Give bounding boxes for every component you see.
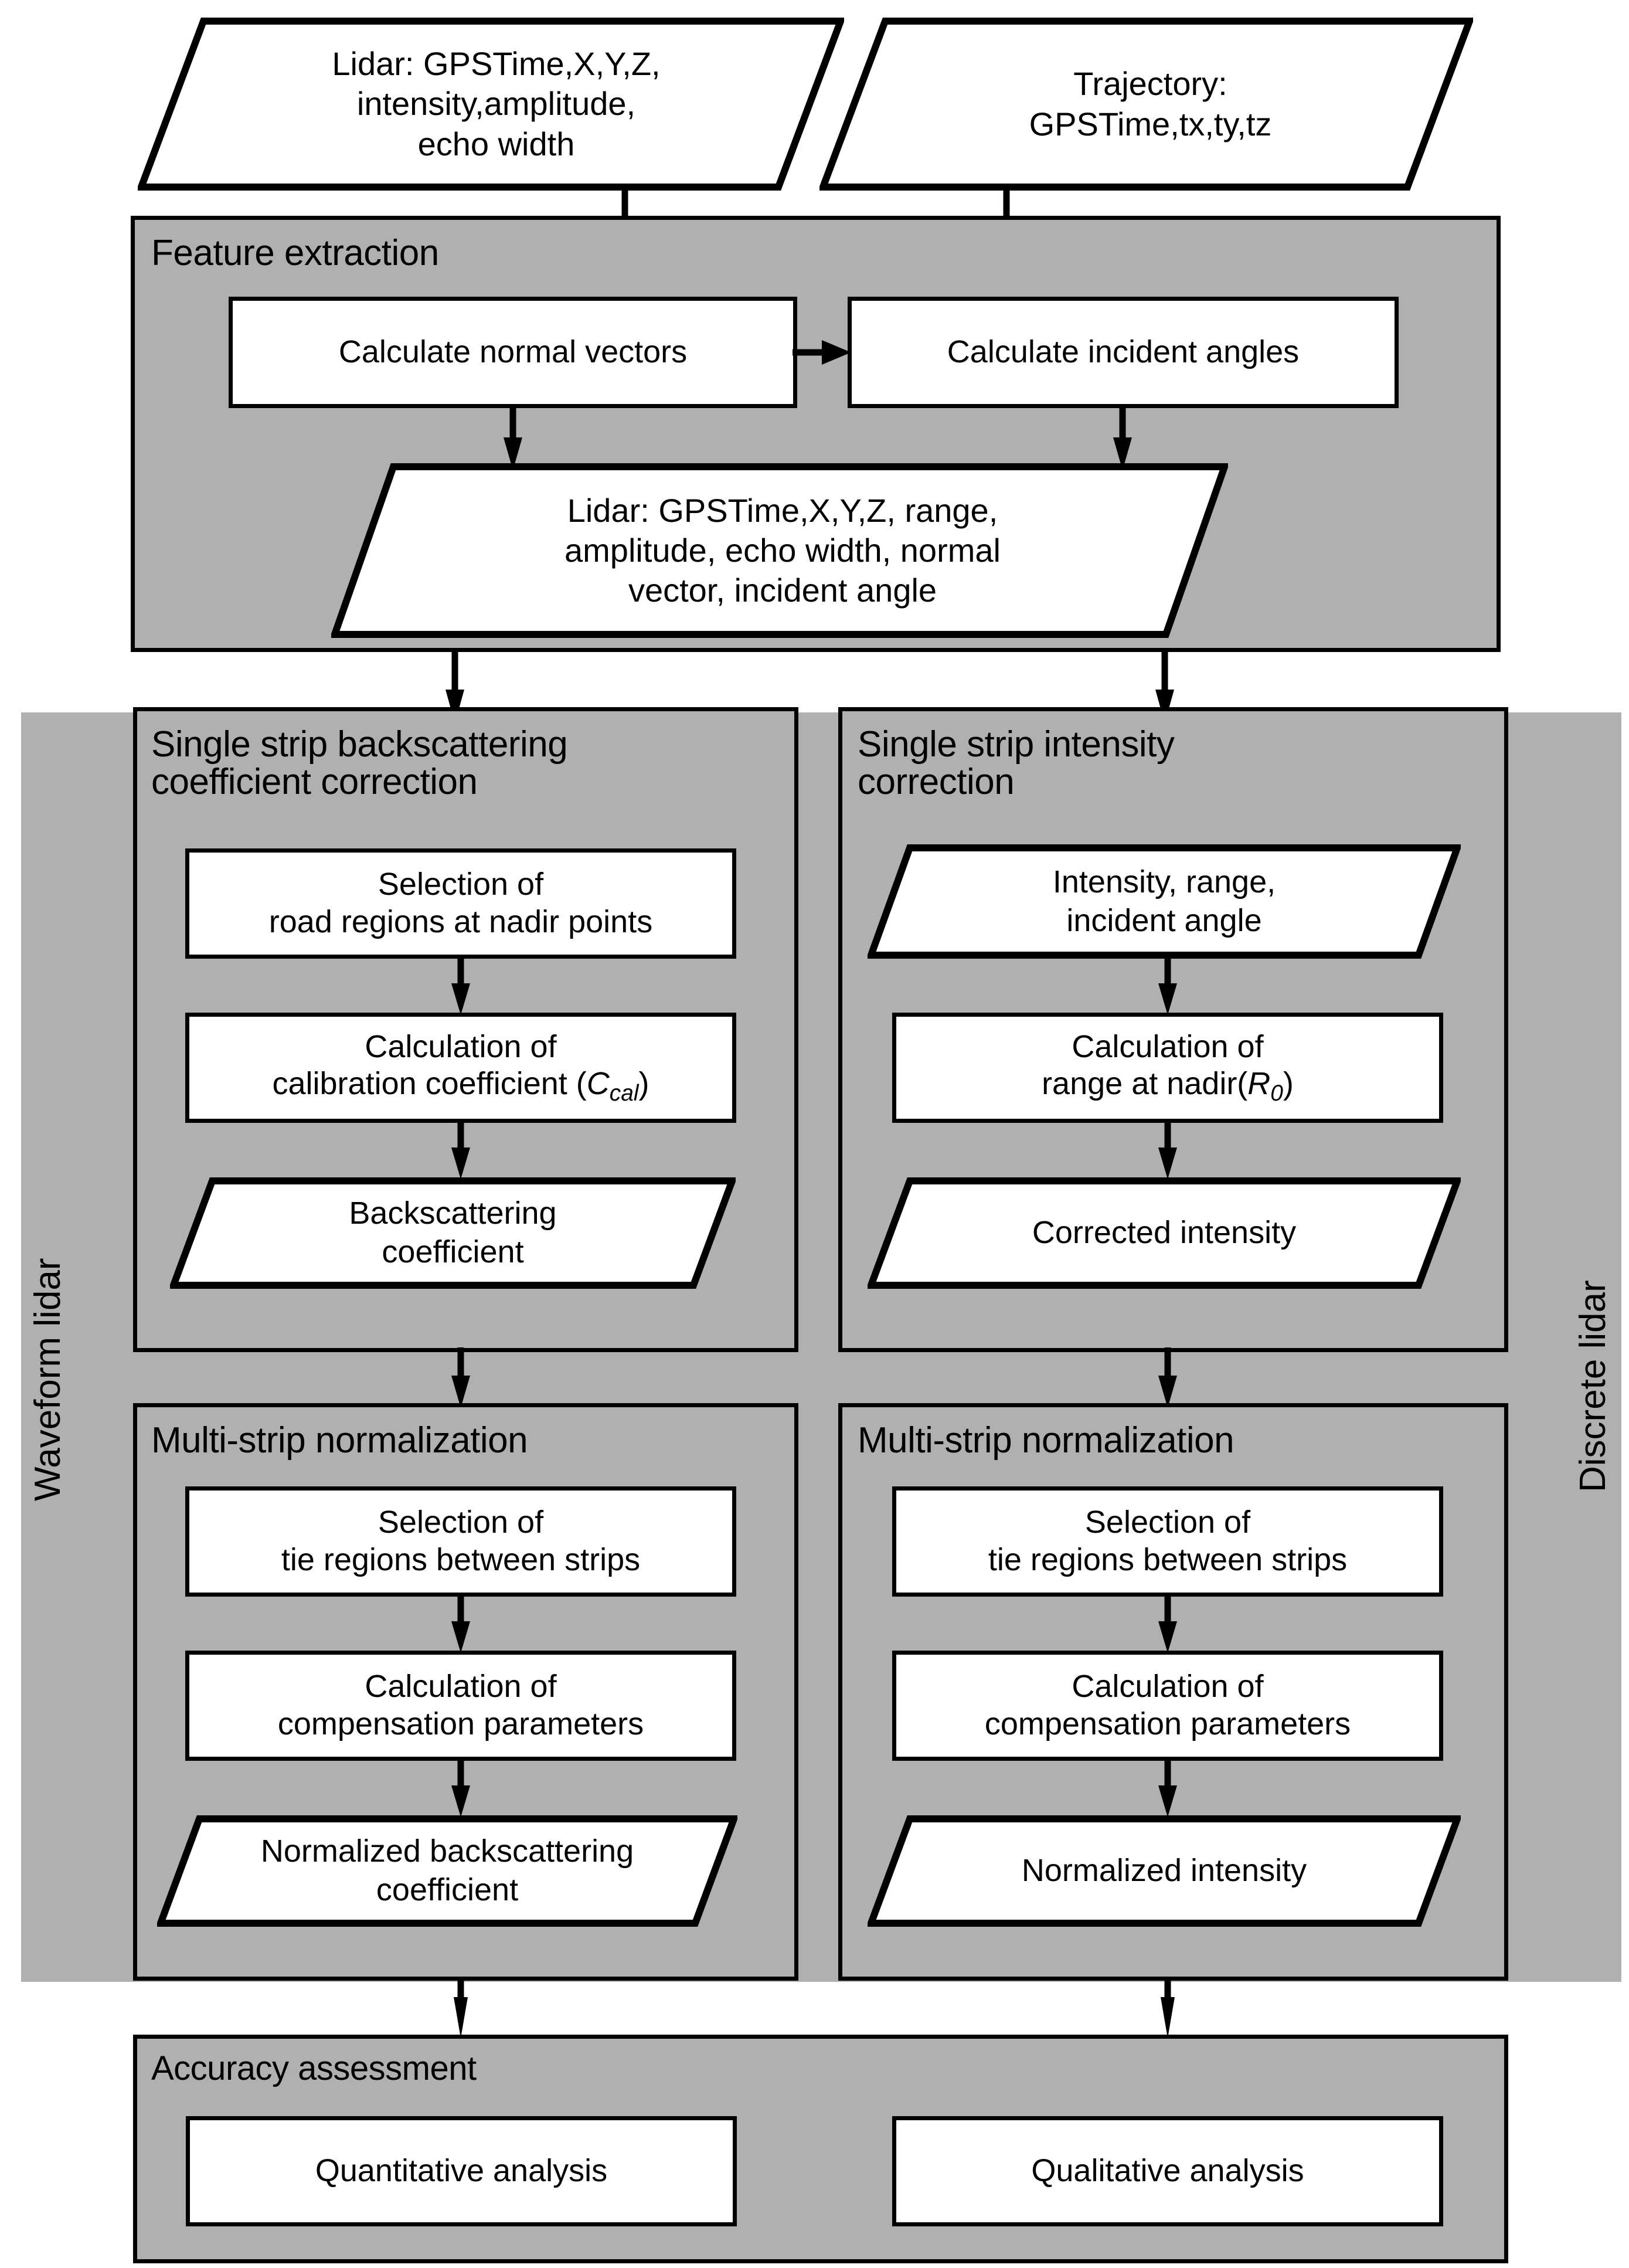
accuracy-assessment-title: Accuracy assessment: [151, 2049, 477, 2087]
arrow-right-compensation-to-output: [1156, 1760, 1179, 1818]
corrected-intensity-label: Corrected intensity: [1032, 1215, 1297, 1251]
single-strip-backscattering-title: Single strip backscattering coefficient …: [151, 724, 568, 803]
normalized-intensity-parallelogram: Normalized intensity: [868, 1815, 1461, 1927]
left-multi-strip-title: Multi-strip normalization: [151, 1420, 528, 1461]
arrow-to-left-branch: [443, 650, 467, 725]
left-calculation-compensation-box[interactable]: Calculation of compensation parameters: [185, 1651, 736, 1761]
input-trajectory-label: Trajectory: GPSTime,tx,ty,tz: [1029, 65, 1272, 142]
input-lidar-parallelogram: Lidar: GPSTime,X,Y,Z, intensity,amplitud…: [138, 18, 844, 191]
arrow-road-to-calibration: [449, 958, 472, 1016]
calculation-range-nadir-box[interactable]: Calculation of range at nadir(R0): [892, 1013, 1443, 1123]
arrow-normal-to-output: [501, 407, 525, 471]
arrow-right-tie-to-compensation: [1156, 1595, 1179, 1654]
selection-road-regions-box[interactable]: Selection of road regions at nadir point…: [185, 848, 736, 959]
calibration-symbol: C: [586, 1066, 610, 1102]
arrow-left-to-accuracy: [449, 1981, 472, 2039]
side-label-discrete-lidar: Discrete lidar: [1573, 1280, 1613, 1492]
left-selection-tie-regions-box[interactable]: Selection of tie regions between strips: [185, 1486, 736, 1597]
calculation-calibration-coefficient-box[interactable]: Calculation of calibration coefficient (…: [185, 1013, 736, 1123]
single-strip-intensity-title: Single strip intensity correction: [858, 724, 1175, 803]
arrow-range-nadir-to-corrected: [1156, 1122, 1179, 1180]
intensity-range-incident-parallelogram: Intensity, range, incident angle: [868, 844, 1461, 959]
arrow-intensity-to-range-nadir: [1156, 958, 1179, 1016]
arrow-calibration-to-backscattering: [449, 1122, 472, 1180]
right-calculation-compensation-box[interactable]: Calculation of compensation parameters: [892, 1651, 1443, 1761]
range-nadir-symbol: R: [1247, 1066, 1271, 1102]
backscattering-coefficient-parallelogram: Backscattering coefficient: [170, 1177, 736, 1289]
backscattering-coefficient-label: Backscattering coefficient: [349, 1196, 557, 1269]
normalized-backscattering-parallelogram: Normalized backscattering coefficient: [157, 1815, 737, 1927]
arrow-left-single-to-multi: [449, 1347, 472, 1409]
calibration-line-1: Calculation of: [365, 1028, 557, 1064]
calibration-subscript: cal: [609, 1081, 639, 1106]
range-nadir-subscript: 0: [1270, 1081, 1283, 1106]
quantitative-analysis-box[interactable]: Quantitative analysis: [186, 2116, 737, 2226]
calculate-normal-vectors-box[interactable]: Calculate normal vectors: [229, 297, 797, 408]
corrected-intensity-parallelogram: Corrected intensity: [868, 1177, 1461, 1289]
arrow-right-single-to-multi: [1156, 1347, 1179, 1409]
right-multi-strip-title: Multi-strip normalization: [858, 1420, 1234, 1461]
arrow-left-tie-to-compensation: [449, 1595, 472, 1654]
intensity-range-incident-label: Intensity, range, incident angle: [1052, 864, 1276, 938]
range-nadir-line-1: Calculation of: [1072, 1028, 1264, 1064]
feature-extraction-output-parallelogram: Lidar: GPSTime,X,Y,Z, range, amplitude, …: [331, 463, 1228, 638]
arrow-normal-to-incident: [793, 339, 853, 366]
feature-extraction-output-label: Lidar: GPSTime,X,Y,Z, range, amplitude, …: [564, 491, 1001, 609]
side-label-waveform-lidar: Waveform lidar: [28, 1258, 68, 1501]
arrow-to-right-branch: [1153, 650, 1176, 725]
arrow-left-compensation-to-output: [449, 1760, 472, 1818]
input-lidar-label: Lidar: GPSTime,X,Y,Z, intensity,amplitud…: [332, 45, 661, 162]
arrow-right-to-accuracy: [1156, 1981, 1179, 2039]
calibration-line-2: calibration coefficient (Ccal): [272, 1066, 649, 1106]
normalized-intensity-label: Normalized intensity: [1021, 1853, 1307, 1889]
qualitative-analysis-box[interactable]: Qualitative analysis: [892, 2116, 1443, 2226]
input-trajectory-parallelogram: Trajectory: GPSTime,tx,ty,tz: [819, 18, 1473, 191]
range-nadir-line-2: range at nadir(R0): [1042, 1066, 1294, 1106]
normalized-backscattering-label: Normalized backscattering coefficient: [260, 1834, 634, 1907]
feature-extraction-title: Feature extraction: [151, 233, 439, 273]
calculate-incident-angles-box[interactable]: Calculate incident angles: [848, 297, 1399, 408]
arrow-incident-to-output: [1111, 407, 1134, 471]
right-selection-tie-regions-box[interactable]: Selection of tie regions between strips: [892, 1486, 1443, 1597]
